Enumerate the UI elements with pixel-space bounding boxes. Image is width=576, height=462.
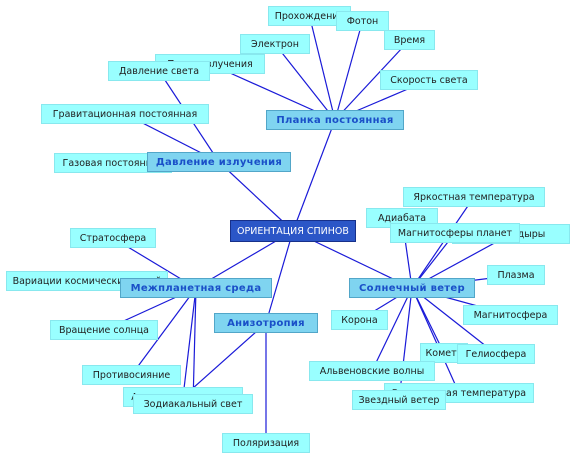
edge-interplanetary-anizotropnaya bbox=[182, 287, 197, 398]
edge-root-anisotropy bbox=[265, 230, 294, 324]
node-vrashchenie-solntsa[interactable]: Вращение солнца bbox=[50, 320, 158, 340]
node-davlenie-sveta[interactable]: Давление света bbox=[108, 61, 210, 81]
node-protivosiyanie[interactable]: Противосияние bbox=[82, 365, 181, 385]
edge-planck-foton bbox=[334, 20, 364, 121]
branch-davlenie-izlucheniya[interactable]: Давление излучения bbox=[147, 152, 291, 172]
edge-solar_wind-geliosfera bbox=[411, 287, 497, 355]
node-korona[interactable]: Корона bbox=[331, 310, 388, 330]
node-prokhozhdenie[interactable]: Прохождение bbox=[268, 6, 351, 26]
branch-anizotropiya[interactable]: Анизотропия bbox=[214, 313, 318, 333]
node-geliosfera[interactable]: Гелиосфера bbox=[457, 344, 535, 364]
node-yarkostnaya-temperatura[interactable]: Яркостная температура bbox=[403, 187, 545, 207]
branch-planka-postoyannaya[interactable]: Планка постоянная bbox=[266, 110, 404, 130]
branch-solnechny-veter[interactable]: Солнечный ветер bbox=[349, 278, 475, 298]
edge-solar_wind-zvezdny_veter bbox=[398, 287, 413, 401]
edge-root-planck bbox=[292, 119, 336, 232]
node-magnitosfera[interactable]: Магнитосфера bbox=[463, 305, 558, 325]
node-kometa[interactable]: Комета bbox=[420, 343, 468, 363]
edge-anisotropy-anizotropnaya bbox=[182, 322, 267, 398]
edge-interplanetary-zodiakalny bbox=[192, 287, 197, 405]
edge-interplanetary-protivosiyanie bbox=[131, 287, 197, 376]
node-alfvenovskie-volny[interactable]: Альвеновские волны bbox=[309, 361, 435, 381]
edge-solar_wind-alfven bbox=[371, 287, 413, 372]
node-magnitosfery-planet[interactable]: Магнитосферы планет bbox=[390, 223, 520, 243]
node-zodiakalny-svet[interactable]: Зодиакальный свет bbox=[133, 394, 253, 414]
node-vremya[interactable]: Время bbox=[384, 30, 435, 50]
edge-solar_wind-elektronnaya_temp bbox=[411, 287, 460, 394]
node-zvezdny-veter[interactable]: Звездный ветер bbox=[352, 390, 446, 410]
edge-planck-vremya bbox=[334, 39, 410, 121]
node-skorost-sveta[interactable]: Скорость света bbox=[380, 70, 478, 90]
edge-root-radiation bbox=[218, 161, 294, 232]
edge-planck-elektron bbox=[274, 43, 336, 121]
root-node[interactable]: ОРИЕНТАЦИЯ СПИНОВ bbox=[230, 220, 356, 242]
node-elektron[interactable]: Электрон bbox=[240, 34, 310, 54]
node-polyarizatsiya[interactable]: Поляризация bbox=[222, 433, 310, 453]
branch-mezhplanetnaya-sreda[interactable]: Межпланетная среда bbox=[120, 278, 272, 298]
node-plazma[interactable]: Плазма bbox=[487, 265, 545, 285]
edge-planck-prokhozhdenie bbox=[308, 15, 336, 121]
node-foton[interactable]: Фотон bbox=[336, 11, 389, 31]
node-stratosfera[interactable]: Стратосфера bbox=[70, 228, 156, 248]
node-grav-const[interactable]: Гравитационная постоянная bbox=[41, 104, 209, 124]
